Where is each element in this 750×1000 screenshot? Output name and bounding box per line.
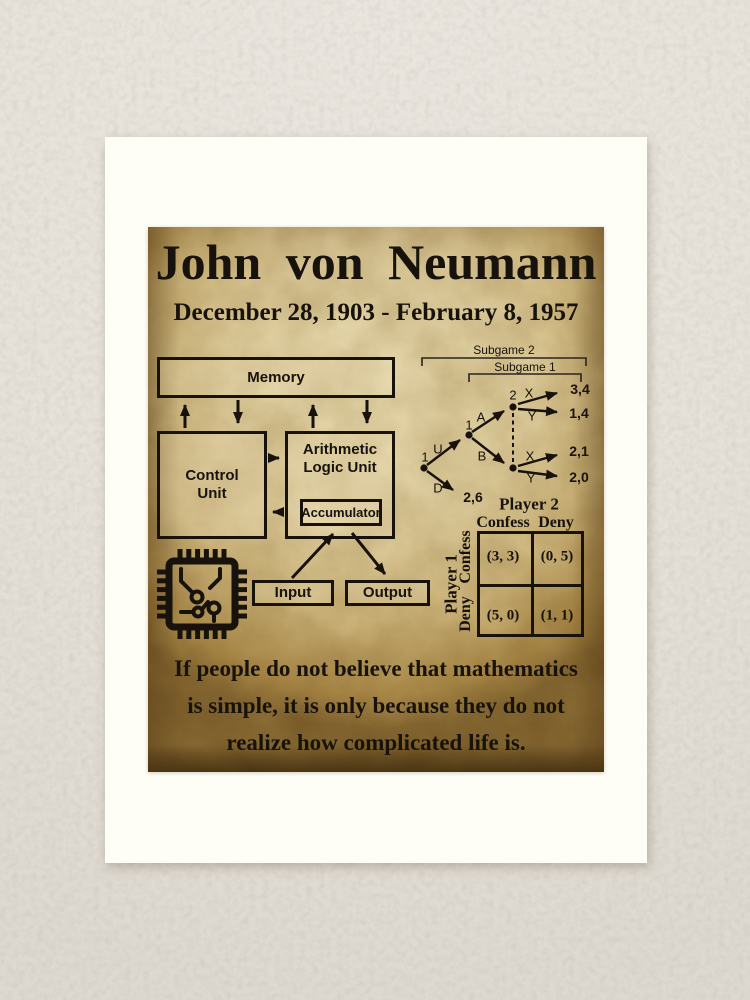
tree-edge-y-bottom xyxy=(517,469,558,480)
tree-edge-x-bottom xyxy=(517,453,558,468)
matrix-row-deny: Deny xyxy=(457,596,474,632)
matrix-col-deny: Deny xyxy=(538,514,574,531)
tree-edge-u xyxy=(426,439,461,466)
arrow-accumulator-to-output xyxy=(350,532,387,575)
payoff-matrix-grid xyxy=(477,531,584,637)
quote-line-2: is simple, it is only because they do no… xyxy=(187,693,565,718)
tree-edge-y-top xyxy=(517,406,558,417)
tree-edge-x-top-label: X xyxy=(524,385,534,401)
tree-node-mid-label: 1 xyxy=(465,417,473,433)
accumulator-label: Accumulator xyxy=(301,504,381,520)
subgame-brackets xyxy=(421,357,587,382)
tree-nodes xyxy=(420,403,517,472)
tree-edge-y-top-label: Y xyxy=(527,408,537,424)
payoff-1-4: 1,4 xyxy=(569,405,589,421)
subgame1-label: Subgame 1 xyxy=(494,360,556,374)
matrix-col-confess: Confess xyxy=(476,514,530,531)
input-label: Input xyxy=(274,584,312,601)
memory-label: Memory xyxy=(247,368,305,386)
memory-box: Memory xyxy=(157,357,395,398)
output-box: Output xyxy=(345,580,430,606)
chip-icon xyxy=(157,549,247,639)
quote-line-1: If people do not believe that mathematic… xyxy=(174,656,578,681)
alu-box: Arithmetic Logic Unit xyxy=(285,431,395,539)
tree-edge-a-label: A xyxy=(476,409,486,425)
arrow-input-to-accumulator xyxy=(290,532,335,580)
tree-edge-y-bottom-label: Y xyxy=(526,470,536,486)
matrix-row-confess: Confess xyxy=(457,530,474,584)
tree-edge-d xyxy=(426,470,454,491)
matrix-cell-deny-deny: (1, 1) xyxy=(540,607,574,624)
tree-edge-b xyxy=(471,437,505,464)
payoff-2-6: 2,6 xyxy=(463,489,483,505)
accumulator-box: Accumulator xyxy=(300,499,382,526)
matrix-cell-confess-deny: (0, 5) xyxy=(540,548,574,565)
payoff-2-1: 2,1 xyxy=(569,443,589,459)
player2-label: Player 2 xyxy=(499,494,559,514)
tree-edge-x-bottom-label: X xyxy=(525,448,535,464)
tree-edge-u-label: U xyxy=(433,441,443,457)
subgame2-label: Subgame 2 xyxy=(473,343,535,357)
quote: If people do not believe that mathematic… xyxy=(148,650,604,761)
diagram-lines xyxy=(180,357,587,580)
matrix-cell-deny-confess: (5, 0) xyxy=(486,607,520,624)
tree-node-root-label: 1 xyxy=(421,449,429,465)
tree-node-upper-label: 2 xyxy=(509,387,517,403)
page-title: John von Neumann xyxy=(155,234,597,290)
input-box: Input xyxy=(252,580,334,606)
tree-edge-x-top xyxy=(517,391,558,406)
payoff-3-4: 3,4 xyxy=(570,381,590,397)
tree-edge-b-label: B xyxy=(477,448,487,464)
poster: John von Neumann December 28, 1903 - Feb… xyxy=(148,227,604,772)
payoff-2-0: 2,0 xyxy=(569,469,589,485)
tree-edge-a xyxy=(471,409,505,434)
control-unit-label: Control Unit xyxy=(185,467,239,502)
matrix-cell-confess-confess: (3, 3) xyxy=(486,548,520,565)
matrix-grid-horizontal-line xyxy=(480,584,581,587)
tree-edge-d-label: D xyxy=(433,480,443,496)
print-mat: John von Neumann December 28, 1903 - Feb… xyxy=(105,137,647,863)
control-unit-box: Control Unit xyxy=(157,431,267,539)
output-label: Output xyxy=(362,584,413,601)
quote-line-3: realize how complicated life is. xyxy=(226,730,526,755)
life-dates: December 28, 1903 - February 8, 1957 xyxy=(173,299,579,326)
alu-label: Arithmetic Logic Unit xyxy=(302,441,378,476)
